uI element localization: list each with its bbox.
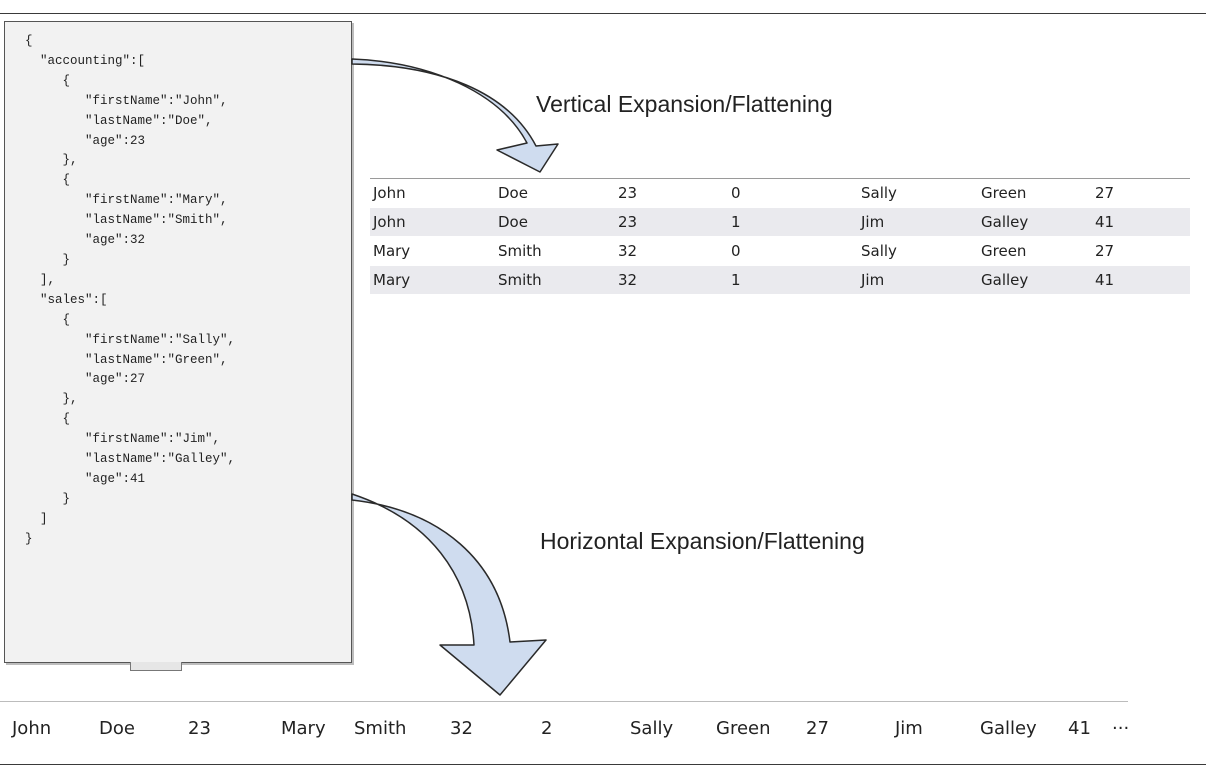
table-cell: 0	[728, 179, 858, 208]
horizontal-cell: Smith	[354, 718, 407, 739]
horizontal-expansion-title: Horizontal Expansion/Flattening	[540, 528, 865, 554]
table-cell: 32	[615, 265, 728, 295]
horizontal-cell: John	[12, 718, 52, 739]
vertical-arrow	[351, 58, 559, 173]
table-cell: Smith	[495, 236, 615, 266]
table-cell: Sally	[858, 236, 978, 266]
table-cell: 27	[1092, 236, 1190, 266]
horizontal-arrow	[351, 493, 547, 696]
table-cell: 32	[615, 236, 728, 266]
table-cell: 41	[1092, 265, 1190, 295]
json-code-panel: { "accounting":[ { "firstName":"John", "…	[4, 21, 352, 663]
table-cell: Galley	[978, 265, 1092, 295]
table-cell: 23	[615, 179, 728, 208]
horizontal-cell: Jim	[895, 718, 923, 739]
vertical-expansion-title: Vertical Expansion/Flattening	[536, 91, 833, 117]
table-cell: Jim	[858, 265, 978, 295]
json-code: { "accounting":[ { "firstName":"John", "…	[25, 34, 236, 546]
table-cell: 41	[1092, 207, 1190, 237]
ellipsis-indicator: ···	[1112, 718, 1130, 739]
horizontal-row-bottom-border	[0, 764, 1206, 765]
table-cell: 1	[728, 207, 858, 237]
horizontal-cell: Green	[716, 718, 771, 739]
code-panel-tab	[130, 662, 182, 671]
table-cell: Galley	[978, 207, 1092, 237]
horizontal-cell: 32	[450, 718, 473, 739]
table-cell: 0	[728, 236, 858, 266]
table-cell: John	[370, 207, 495, 237]
table-cell: Green	[978, 236, 1092, 266]
horizontal-cell: 41	[1068, 718, 1091, 739]
horizontal-row-top-border	[0, 701, 1128, 702]
table-cell: Green	[978, 179, 1092, 208]
horizontal-cell: 27	[806, 718, 829, 739]
horizontal-cell: Doe	[99, 718, 135, 739]
top-divider	[0, 13, 1206, 14]
table-cell: Doe	[495, 207, 615, 237]
table-cell: Smith	[495, 265, 615, 295]
table-cell: Sally	[858, 179, 978, 208]
table-cell: Mary	[370, 265, 495, 295]
table-cell: 1	[728, 265, 858, 295]
horizontal-cell: 2	[541, 718, 553, 739]
horizontal-cell: Sally	[630, 718, 674, 739]
horizontal-cell: Mary	[281, 718, 326, 739]
table-cell: Jim	[858, 207, 978, 237]
horizontal-cell: Galley	[980, 718, 1037, 739]
horizontal-cell: 23	[188, 718, 211, 739]
table-cell: 23	[615, 207, 728, 237]
table-cell: Doe	[495, 179, 615, 208]
table-cell: 27	[1092, 179, 1190, 208]
table-cell: John	[370, 179, 495, 208]
table-cell: Mary	[370, 236, 495, 266]
